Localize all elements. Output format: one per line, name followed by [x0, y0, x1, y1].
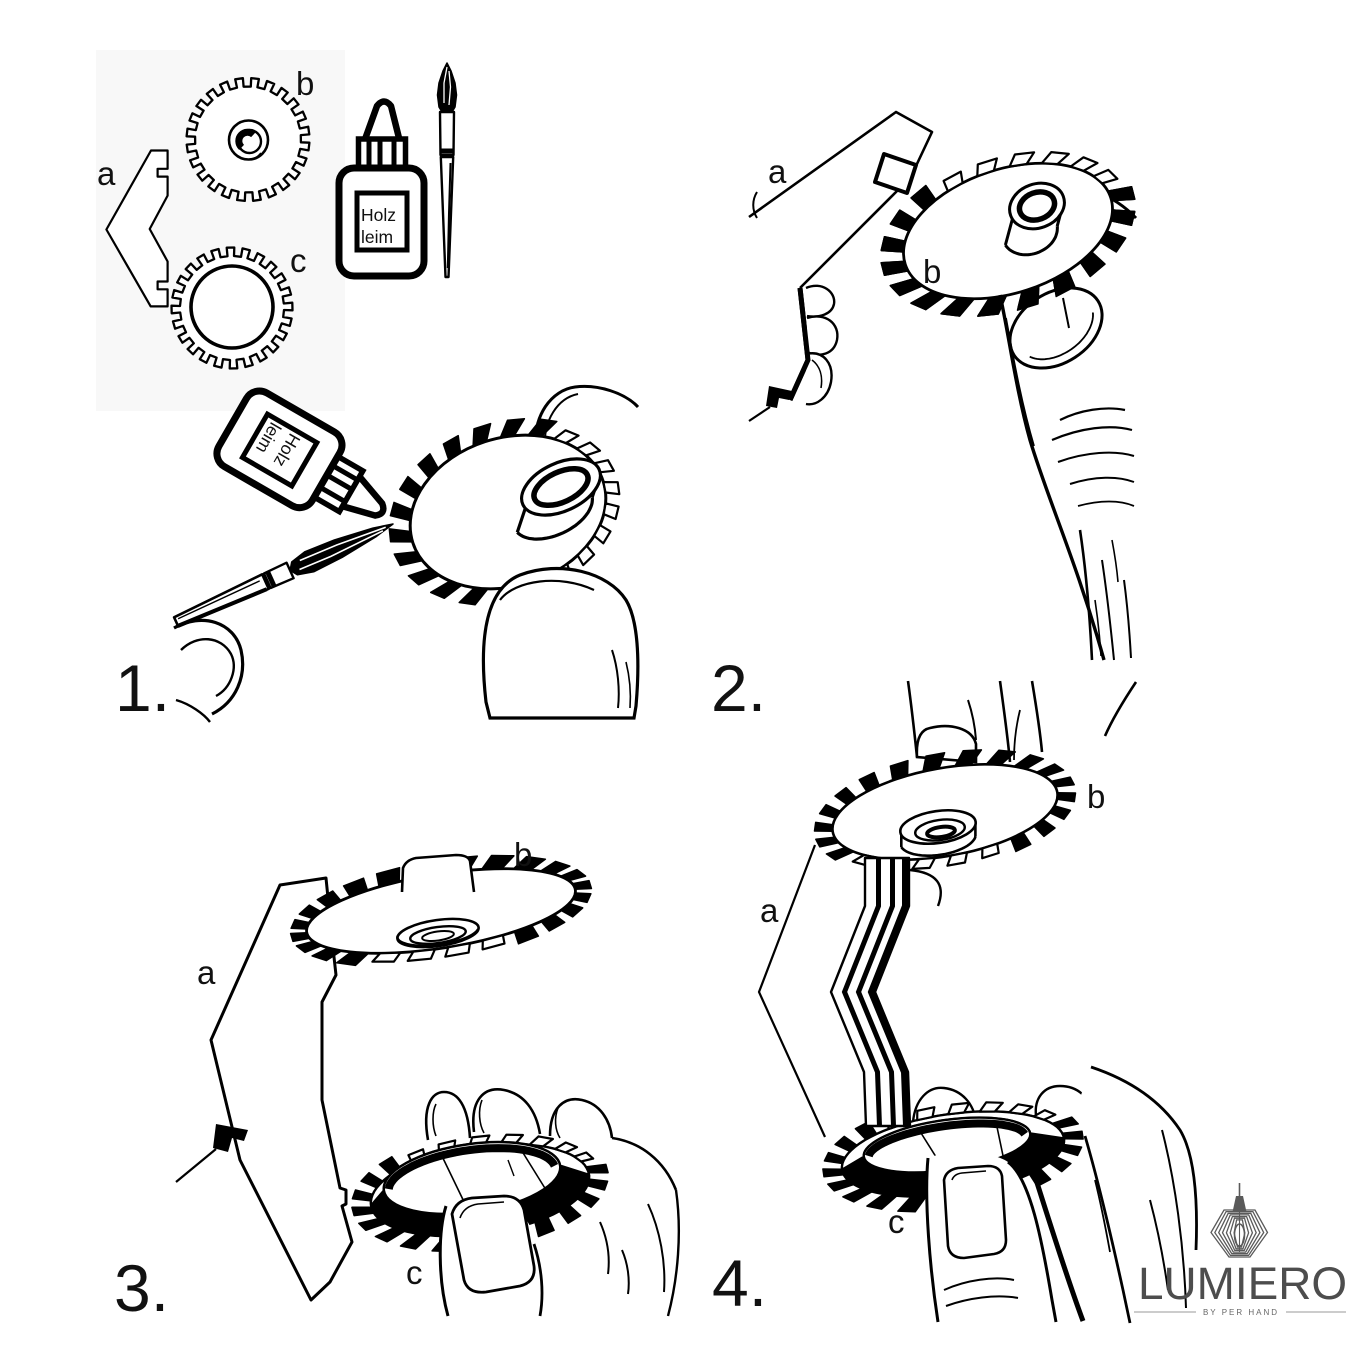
- svg-text:c: c: [290, 242, 307, 279]
- svg-text:BY PER HAND: BY PER HAND: [1203, 1308, 1279, 1317]
- svg-text:a: a: [760, 892, 779, 929]
- svg-text:leim: leim: [361, 227, 393, 247]
- svg-text:3.: 3.: [114, 1251, 169, 1325]
- svg-text:b: b: [296, 65, 314, 102]
- svg-text:2.: 2.: [711, 651, 766, 725]
- svg-text:Holz: Holz: [361, 205, 396, 225]
- svg-text:1.: 1.: [115, 651, 170, 725]
- svg-text:b: b: [923, 253, 941, 290]
- svg-text:b: b: [1087, 778, 1105, 815]
- svg-text:a: a: [97, 155, 116, 192]
- svg-text:a: a: [197, 954, 216, 991]
- svg-text:LUMIERO: LUMIERO: [1138, 1258, 1347, 1309]
- svg-text:4.: 4.: [712, 1246, 767, 1320]
- svg-text:c: c: [888, 1203, 905, 1240]
- svg-text:c: c: [406, 1254, 423, 1291]
- svg-text:b: b: [514, 836, 532, 873]
- svg-text:a: a: [768, 153, 787, 190]
